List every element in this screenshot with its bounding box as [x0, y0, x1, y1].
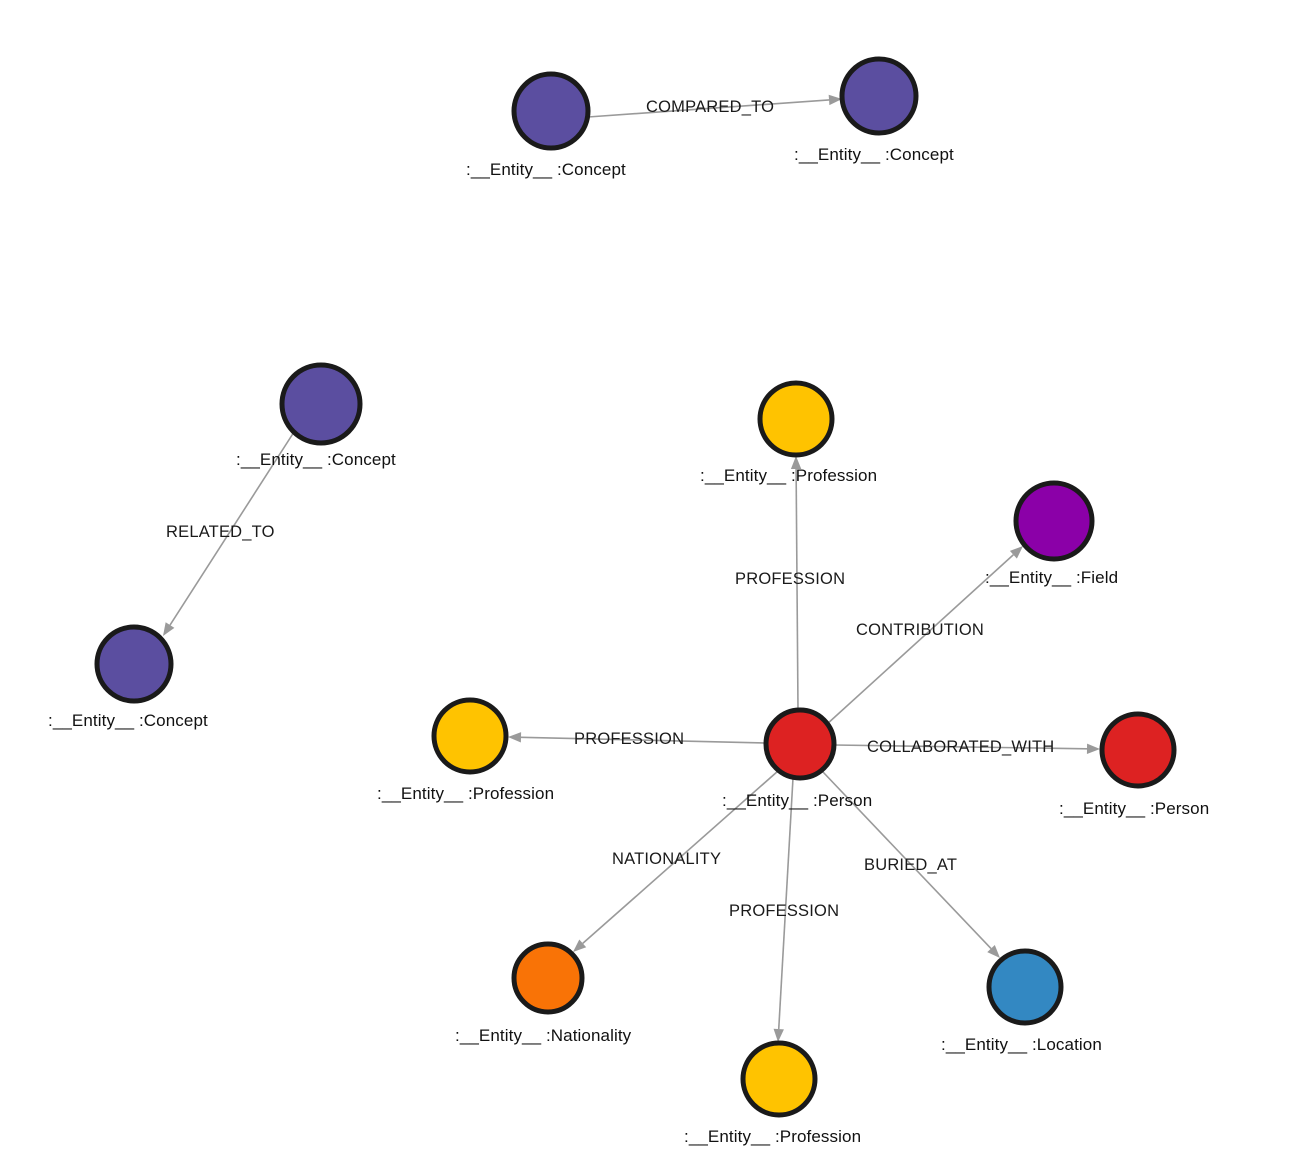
node-label-profession: :__Entity__ :Profession: [700, 466, 878, 485]
edge-label-related_to: RELATED_TO: [166, 523, 275, 541]
node-label-concept: :__Entity__ :Concept: [236, 450, 396, 469]
graph-node-location[interactable]: [986, 948, 1064, 1026]
node-label-person: :__Entity__ :Person: [722, 791, 873, 810]
edge-label-contribution: CONTRIBUTION: [856, 621, 984, 639]
node-label-concept: :__Entity__ :Concept: [466, 160, 626, 179]
edge-label-profession: PROFESSION: [729, 902, 840, 920]
edge-arrowhead-icon: [163, 622, 175, 636]
node-label-profession: :__Entity__ :Profession: [684, 1127, 862, 1146]
edge-line[interactable]: [520, 736, 767, 744]
graph-node-nationality[interactable]: [511, 941, 585, 1015]
graph-node-profession[interactable]: [431, 697, 509, 775]
edge-line[interactable]: [795, 468, 799, 711]
edge-arrowhead-icon: [508, 732, 522, 743]
edge-line[interactable]: [825, 554, 1014, 726]
edge-label-profession: PROFESSION: [574, 730, 685, 748]
node-label-location: :__Entity__ :Location: [941, 1035, 1102, 1054]
edge-label-collaborated_with: COLLABORATED_WITH: [867, 738, 1055, 756]
node-label-field: :__Entity__ :Field: [985, 568, 1119, 587]
edge-label-buried_at: BURIED_AT: [864, 856, 958, 874]
edge-arrowhead-icon: [1086, 743, 1100, 755]
graph-node-person[interactable]: [763, 707, 837, 781]
edge-arrowhead-icon: [573, 939, 587, 952]
edge-label-profession: PROFESSION: [735, 570, 846, 588]
graph-node-profession[interactable]: [740, 1040, 818, 1118]
edge-arrowhead-icon: [987, 944, 1000, 958]
edge-arrowhead-icon: [1009, 546, 1023, 559]
graph-node-profession[interactable]: [757, 380, 835, 458]
graph-node-concept[interactable]: [94, 624, 174, 704]
graph-node-person[interactable]: [1099, 711, 1177, 789]
graph-node-field[interactable]: [1013, 480, 1095, 562]
edge-arrowhead-icon: [828, 94, 842, 106]
graph-node-concept[interactable]: [839, 56, 919, 136]
edge-label-compared_to: COMPARED_TO: [646, 98, 775, 116]
node-label-profession: :__Entity__ :Profession: [377, 784, 555, 803]
graph-node-concept[interactable]: [279, 362, 363, 446]
edge-arrowhead-icon: [773, 1028, 784, 1042]
node-label-concept: :__Entity__ :Concept: [48, 711, 208, 730]
edge-line[interactable]: [833, 744, 1088, 750]
edge-line[interactable]: [582, 770, 779, 944]
edge-arrowhead-icon: [790, 456, 802, 470]
edge-line[interactable]: [822, 771, 992, 950]
node-label-concept: :__Entity__ :Concept: [794, 145, 954, 164]
node-label-person: :__Entity__ :Person: [1059, 799, 1210, 818]
edge-line[interactable]: [587, 99, 830, 118]
node-label-nationality: :__Entity__ :Nationality: [455, 1026, 632, 1045]
edge-line[interactable]: [169, 431, 295, 626]
graph-node-concept[interactable]: [511, 71, 591, 151]
edge-label-nationality: NATIONALITY: [612, 850, 722, 868]
edge-line[interactable]: [777, 777, 794, 1030]
